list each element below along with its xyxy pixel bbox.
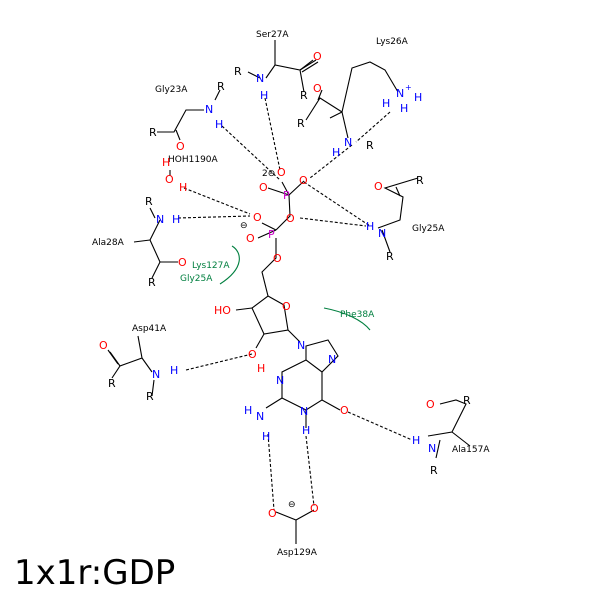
atom-h: H [366,220,374,233]
atom-o: O [246,232,255,245]
atom-n: N [152,368,160,381]
atom-o: O [273,252,282,265]
bond-skeleton [107,40,471,544]
atom-r: R [148,276,156,289]
hydrogen-bonds [177,97,413,511]
atom-o: O [178,256,187,269]
lys127a-gly25a-arc [219,245,240,285]
atom-r: R [145,195,153,208]
atom-o: O [165,173,174,186]
atom-r: R [217,80,225,93]
atom-h: H [215,118,223,131]
atom-n: N [300,405,308,418]
atom-n: N [276,374,284,387]
atom-o: O [277,166,286,179]
residue-gly25a: Gly25A [412,224,445,234]
hydrophobic-gly25a: Gly25A [180,274,213,284]
diagram-title: 1x1r:GDP [14,553,175,593]
atom-p: P [268,228,275,241]
atom-o: O [268,507,277,520]
atom-r: R [108,377,116,390]
atom-h: H [257,362,265,375]
atom-r: R [297,117,305,130]
atom-h: H [162,156,170,169]
atom-n: N [428,442,436,455]
atom-o: O [310,502,319,515]
atom-n: N [256,72,264,85]
charge-minus: ⊖ [288,500,296,510]
atom-r: R [146,390,154,403]
atom-n-plus: N [396,87,404,100]
atom-h: H [332,146,340,159]
atom-o: O [176,140,185,153]
atom-o: O [286,212,295,225]
atom-h: H [179,181,187,194]
atom-o: O [282,300,291,313]
residue-lys26a: Lys26A [376,37,409,47]
atom-r: R [234,65,242,78]
atom-r: R [386,250,394,263]
atom-h: H [414,91,422,104]
charge-minus: ⊖ [240,221,248,231]
atom-r: R [300,89,308,102]
atom-n: N [156,213,164,226]
atom-n: N [328,353,336,366]
atom-h: H [170,364,178,377]
residue-ala28a: Ala28A [92,238,125,248]
atom-n: N [297,339,305,352]
atom-h: H [260,89,268,102]
atom-ho: HO [214,304,231,317]
phe38a-arc [323,307,371,331]
atom-o: O [253,211,262,224]
atom-n: N [344,136,352,149]
atom-labels: R N H O R N + H H H O R N H R R N H R O … [99,50,471,520]
atom-o: O [374,180,383,193]
atom-o: O [99,339,108,352]
atom-p: P [283,189,290,202]
atom-h: H [262,430,270,443]
atom-o: O [426,398,435,411]
atom-o: O [248,348,257,361]
residue-asp41a: Asp41A [132,324,167,334]
residue-labels: Ser27A Lys26A Gly23A HOH1190A Ala28A Gly… [92,30,490,558]
residue-hoh1190a: HOH1190A [168,155,219,165]
atom-r: R [463,394,471,407]
hydrophobic-contacts [219,245,371,331]
atom-r: R [149,126,157,139]
atom-o: O [299,174,308,187]
residue-ser27a: Ser27A [256,30,289,40]
atom-r: R [416,174,424,187]
atom-h: H [244,404,252,417]
atom-o: O [259,181,268,194]
atom-o: O [340,404,349,417]
atom-o: O [313,82,322,95]
atom-o: O [313,50,322,63]
hydrophobic-lys127a: Lys127A [192,261,230,271]
atom-n: N [378,227,386,240]
charge-2minus: 2⊖ [262,169,275,179]
atom-r: R [366,139,374,152]
hydrophobic-labels: Lys127A Gly25A Phe38A [180,261,375,320]
atom-h: H [412,434,420,447]
atom-h: H [400,102,408,115]
residue-ala157a: Ala157A [452,445,490,455]
residue-asp129a: Asp129A [277,548,318,558]
atom-n: N [256,410,264,423]
hydrophobic-phe38a: Phe38A [340,310,375,320]
atom-n: N [205,103,213,116]
atom-h: H [302,424,310,437]
charge-plus: + [405,83,412,92]
atom-h: H [382,97,390,110]
residue-gly23a: Gly23A [155,85,188,95]
atom-r: R [430,464,438,477]
atom-h: H [172,213,180,226]
